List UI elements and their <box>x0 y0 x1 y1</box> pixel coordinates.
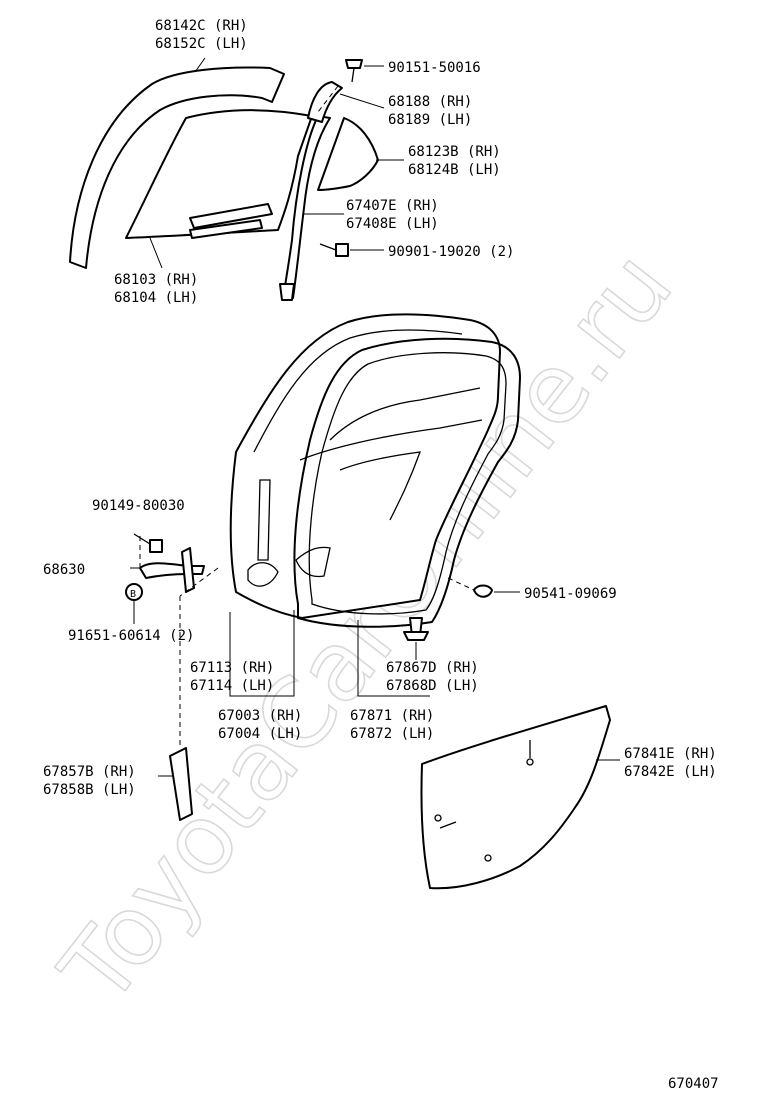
door-weatherstrip <box>293 337 521 628</box>
svg-text:B: B <box>130 589 136 600</box>
label-bolt: 90901-19020 (2) <box>388 244 514 260</box>
label-weatherstrip-rh: 68188 (RH) <box>388 94 472 110</box>
label-division-bar-lh: 67408E (LH) <box>346 216 439 232</box>
label-division-bar-rh: 67407E (RH) <box>346 198 439 214</box>
label-door-weatherstrip-lh: 67872 (LH) <box>350 726 434 742</box>
hole-plug-90541 <box>473 584 493 598</box>
label-run-channel-lh: 68152C (LH) <box>155 36 248 52</box>
glass-weatherstrip <box>307 81 343 123</box>
drawing-number: 670407 <box>668 1076 719 1092</box>
label-panel-sub-rh: 67113 (RH) <box>190 660 274 676</box>
label-door-glass-lh: 68104 (LH) <box>114 290 198 306</box>
label-door-panel-rh: 67003 (RH) <box>218 708 302 724</box>
label-hole-plug: 90541-09069 <box>524 586 617 602</box>
label-weatherstrip-lh: 68189 (LH) <box>388 112 472 128</box>
clip <box>403 617 429 641</box>
bolt-icon <box>319 243 349 257</box>
label-cover-rh: 67857B (RH) <box>43 764 136 780</box>
label-door-glass-rh: 68103 (RH) <box>114 272 198 288</box>
label-service-cover-lh: 67842E (LH) <box>624 764 717 780</box>
door-glass <box>125 109 313 239</box>
quarter-glass <box>317 117 379 191</box>
cover <box>169 747 193 821</box>
label-quarter-glass-lh: 68124B (LH) <box>408 162 501 178</box>
label-service-cover-rh: 67841E (RH) <box>624 746 717 762</box>
label-door-panel-lh: 67004 (LH) <box>218 726 302 742</box>
run-channel <box>69 66 285 269</box>
label-quarter-glass-rh: 68123B (RH) <box>408 144 501 160</box>
label-check-plug: 91651-60614 (2) <box>68 628 194 644</box>
label-cover-lh: 67858B (LH) <box>43 782 136 798</box>
label-panel-sub-lh: 67114 (LH) <box>190 678 274 694</box>
label-clip-rh: 67867D (RH) <box>386 660 479 676</box>
label-door-weatherstrip-rh: 67871 (RH) <box>350 708 434 724</box>
label-door-check: 68630 <box>43 562 85 578</box>
door-check <box>139 547 205 593</box>
division-bar <box>279 115 331 301</box>
hole-plug-icon: B <box>125 583 143 601</box>
label-screw: 90151-50016 <box>388 60 481 76</box>
check-bolt-icon <box>133 533 163 553</box>
label-check-bolt: 90149-80030 <box>92 498 185 514</box>
label-clip-lh: 67868D (LH) <box>386 678 479 694</box>
screw-icon <box>345 59 363 83</box>
label-run-channel-rh: 68142C (RH) <box>155 18 248 34</box>
door-panel <box>229 313 501 619</box>
service-hole-cover <box>420 705 611 890</box>
